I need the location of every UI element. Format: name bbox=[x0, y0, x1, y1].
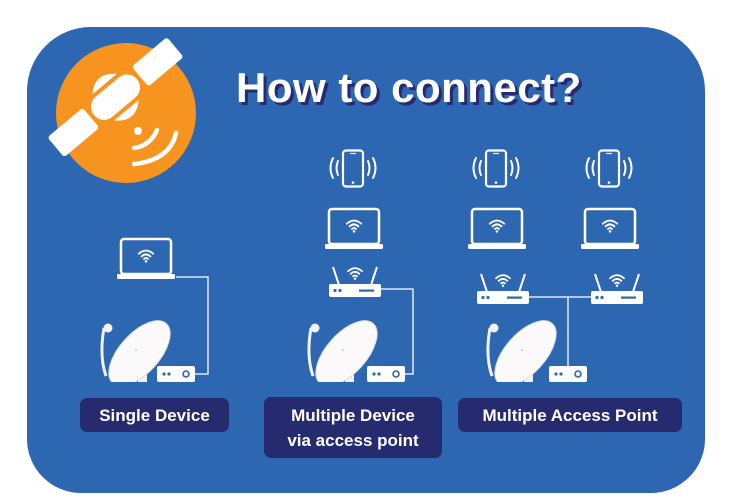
label-text: Multiple Access Point bbox=[482, 405, 658, 425]
label-single-device: Single Device bbox=[80, 398, 229, 432]
satellite-dish-icon bbox=[98, 316, 178, 382]
router-icon bbox=[477, 274, 529, 304]
laptop-icon bbox=[581, 209, 639, 249]
satellite-dish-icon bbox=[305, 316, 385, 382]
laptop-icon bbox=[325, 209, 383, 249]
cable-line bbox=[381, 288, 414, 375]
laptop-icon bbox=[117, 239, 175, 279]
laptop-icon bbox=[468, 209, 526, 249]
multiple-device-diagram bbox=[305, 149, 414, 382]
smartphone-icon bbox=[329, 149, 377, 188]
multiple-access-point-diagram bbox=[468, 149, 643, 382]
label-text: Single Device bbox=[99, 405, 210, 425]
router-icon bbox=[329, 267, 381, 297]
smartphone-icon bbox=[585, 149, 633, 188]
single-device-diagram bbox=[98, 239, 209, 382]
label-text-line1: Multiple Device bbox=[291, 405, 415, 425]
label-multiple-device: Multiple Device via access point bbox=[264, 397, 442, 458]
cable-line bbox=[176, 276, 209, 375]
modem-icon bbox=[157, 366, 195, 382]
satellite-icon bbox=[48, 38, 196, 183]
smartphone-icon bbox=[472, 149, 520, 188]
modem-icon bbox=[367, 366, 405, 382]
page-title: How to connect? bbox=[236, 64, 582, 111]
satellite-dish-icon bbox=[484, 316, 564, 382]
modem-icon bbox=[549, 366, 587, 382]
router-icon bbox=[591, 274, 643, 304]
label-multiple-access-point: Multiple Access Point bbox=[458, 398, 682, 432]
label-text-line2: via access point bbox=[287, 430, 419, 450]
